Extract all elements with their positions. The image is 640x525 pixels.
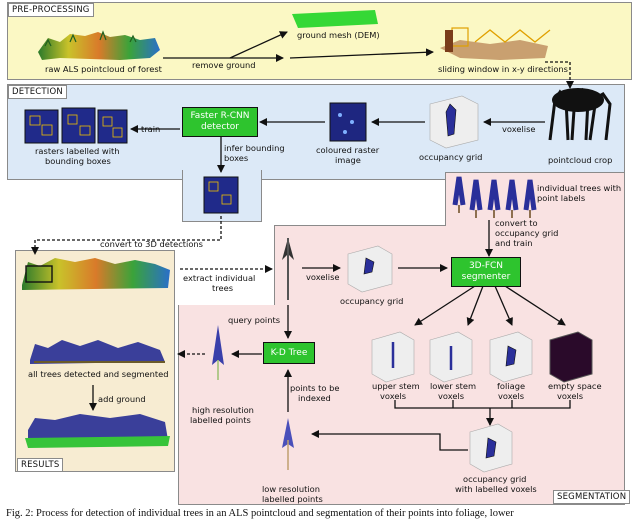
raw-als-pointcloud bbox=[38, 30, 160, 60]
extracted-tree bbox=[282, 238, 294, 300]
figure-caption: Fig. 2: Process for detection of individ… bbox=[6, 508, 514, 519]
foliage-label-1: foliage bbox=[497, 381, 526, 391]
coloured-raster bbox=[329, 102, 367, 142]
segmentation-title: SEGMENTATION bbox=[553, 490, 631, 504]
seg-fill-2 bbox=[446, 222, 624, 228]
extract-label-1: extract individual bbox=[183, 273, 256, 283]
pointcloud-crop-image bbox=[548, 87, 612, 141]
lower-stem-cube bbox=[429, 331, 473, 383]
seg-fill bbox=[275, 300, 624, 310]
lower-stem-label-1: lower stem bbox=[430, 381, 477, 391]
voxelise-det-label: voxelise bbox=[502, 124, 536, 134]
rasters-label-2: bounding boxes bbox=[45, 156, 111, 166]
upper-stem-label-1: upper stem bbox=[372, 381, 420, 391]
upper-stem-cube bbox=[371, 331, 415, 383]
extract-label-2: trees bbox=[212, 283, 234, 293]
kd-tree-box: K-D Tree bbox=[263, 342, 315, 364]
occupancy-grid-detection bbox=[429, 95, 479, 149]
empty-space-label-1: empty space bbox=[548, 381, 602, 391]
sliding-window-label: sliding window in x-y directions bbox=[438, 64, 568, 74]
raw-als-label: raw ALS pointcloud of forest bbox=[45, 64, 162, 74]
occupancy-grid-seg-label: occupancy grid bbox=[340, 296, 404, 306]
add-ground-label: add ground bbox=[98, 394, 146, 404]
train-label: train bbox=[141, 124, 161, 134]
convert-occ-label-3: and train bbox=[495, 238, 533, 248]
ground-mesh bbox=[292, 10, 378, 28]
foliage-label-2: voxels bbox=[498, 391, 525, 401]
high-res-label-1: high resolution bbox=[192, 405, 254, 415]
faster-rcnn-line2: detector bbox=[201, 122, 239, 132]
faster-rcnn-detector: Faster R-CNN detector bbox=[182, 107, 258, 137]
detections-raster bbox=[203, 176, 239, 214]
empty-space-label-2: voxels bbox=[557, 391, 584, 401]
individual-trees-label-1: individual trees with bbox=[537, 183, 622, 193]
all-trees-label: all trees detected and segmented bbox=[28, 369, 169, 379]
occ-labelled-label-2: with labelled voxels bbox=[455, 484, 537, 494]
lower-stem-label-2: voxels bbox=[438, 391, 465, 401]
high-res-tree bbox=[212, 325, 224, 380]
empty-space-cube bbox=[549, 331, 593, 383]
labelled-occupancy-grid bbox=[469, 423, 513, 473]
rasters-label-1: rasters labelled with bbox=[35, 146, 120, 156]
fcn-line1: 3D-FCN bbox=[468, 261, 504, 271]
occ-labelled-label-1: occupancy grid bbox=[463, 474, 527, 484]
faster-rcnn-line1: Faster R-CNN bbox=[190, 111, 250, 121]
results-forest-segmented bbox=[30, 340, 165, 364]
upper-stem-label-2: voxels bbox=[380, 391, 407, 401]
low-res-label-1: low resolution bbox=[262, 484, 320, 494]
individual-trees-label-2: point labels bbox=[537, 193, 586, 203]
convert-3d-label: convert to 3D detections bbox=[100, 239, 203, 249]
fcn-segmenter: 3D-FCN segmenter bbox=[451, 257, 521, 287]
low-res-label-2: labelled points bbox=[262, 494, 323, 504]
sliding-window-image bbox=[440, 27, 551, 60]
kd-tree-label: K-D Tree bbox=[270, 347, 308, 358]
infer-label-2: boxes bbox=[224, 153, 249, 163]
convert-occ-label-2: occupancy grid bbox=[495, 228, 559, 238]
infer-label-1: infer bounding bbox=[224, 143, 285, 153]
fcn-line2: segmenter bbox=[461, 272, 511, 282]
high-res-label-2: labelled points bbox=[190, 415, 251, 425]
preprocessing-title: PRE-PROCESSING bbox=[8, 3, 94, 17]
results-forest-ground bbox=[25, 414, 170, 448]
query-points-label: query points bbox=[228, 315, 281, 325]
low-res-tree bbox=[282, 418, 294, 470]
points-index-label-2: indexed bbox=[298, 393, 331, 403]
occupancy-grid-seg bbox=[347, 245, 393, 293]
results-forest-top bbox=[22, 258, 170, 290]
remove-ground-label: remove ground bbox=[192, 60, 256, 70]
individual-trees bbox=[452, 176, 537, 218]
convert-occ-label-1: convert to bbox=[495, 218, 538, 228]
ground-mesh-label: ground mesh (DEM) bbox=[297, 30, 380, 40]
foliage-cube bbox=[489, 331, 533, 383]
occupancy-grid-det-label: occupancy grid bbox=[419, 152, 483, 162]
detection-title: DETECTION bbox=[8, 85, 67, 99]
coloured-raster-label-1: coloured raster bbox=[316, 145, 380, 155]
coloured-raster-label-2: image bbox=[335, 155, 361, 165]
results-title: RESULTS bbox=[17, 458, 64, 472]
voxelise-seg-label: voxelise bbox=[306, 272, 340, 282]
rasters-labelled bbox=[24, 107, 128, 144]
points-index-label-1: points to be bbox=[290, 383, 340, 393]
pointcloud-crop-label: pointcloud crop bbox=[548, 155, 613, 165]
